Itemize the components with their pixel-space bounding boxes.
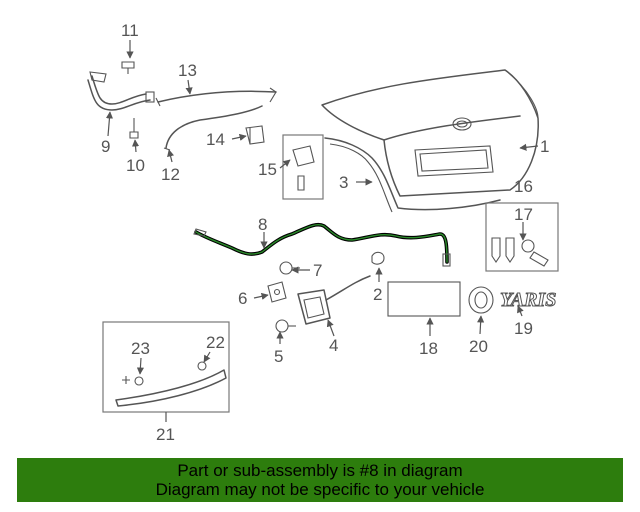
weatherstrip-part-3[interactable] (324, 137, 501, 213)
callout-1: 1 (540, 137, 549, 156)
callout-19: 19 (514, 319, 533, 338)
hinge-part-9[interactable] (87, 71, 155, 111)
leader-lines (105, 40, 539, 422)
callout-17: 17 (514, 205, 533, 224)
callout-3: 3 (339, 173, 348, 192)
callout-12: 12 (161, 165, 180, 184)
callout-2: 2 (373, 285, 382, 304)
license-plate-part-18[interactable] (387, 281, 461, 317)
callout-13: 13 (178, 61, 197, 80)
lock-cylinder-set-part-16[interactable] (485, 202, 559, 272)
bracket-part-6[interactable] (267, 281, 287, 303)
release-cable-part-8[interactable] (193, 222, 451, 267)
callout-7: 7 (313, 261, 322, 280)
callout-labels: 1 2 3 4 5 6 7 8 9 10 11 12 13 14 15 16 1… (101, 21, 549, 444)
callout-11: 11 (121, 21, 139, 40)
callout-9: 9 (101, 137, 110, 156)
clip-part-2[interactable] (371, 251, 385, 265)
bumper-part-14[interactable] (245, 125, 265, 145)
banner-line-part-number: Part or sub-assembly is #8 in diagram (177, 461, 463, 480)
screw-part-7[interactable] (279, 261, 300, 275)
callout-21: 21 (156, 425, 175, 444)
callout-22: 22 (206, 333, 225, 352)
callout-4: 4 (329, 336, 338, 355)
callout-15: 15 (258, 160, 277, 179)
bolt-part-10[interactable] (129, 118, 139, 139)
name-emblem-part-19[interactable]: YARIS (500, 289, 557, 312)
callout-5: 5 (274, 347, 283, 366)
callout-23: 23 (131, 339, 150, 358)
latch-part-4[interactable] (297, 275, 371, 325)
clip-part-15[interactable] (282, 134, 324, 200)
callout-8: 8 (258, 215, 267, 234)
yaris-emblem-text: YARIS (500, 289, 556, 311)
banner-line-disclaimer: Diagram may not be specific to your vehi… (155, 480, 485, 499)
bolt-part-5[interactable] (275, 319, 296, 333)
parts-diagram: YARIS 1 2 3 4 5 (87, 21, 559, 444)
callout-16: 16 (514, 177, 533, 196)
callout-6: 6 (238, 289, 247, 308)
trunk-lid-part-1[interactable] (321, 69, 539, 197)
callout-14: 14 (206, 130, 225, 149)
torsion-bar-part-13[interactable] (155, 87, 277, 107)
bolt-part-11[interactable] (121, 61, 135, 74)
emblem-part-20[interactable] (468, 286, 494, 314)
callout-10: 10 (126, 156, 145, 175)
callout-18: 18 (419, 339, 438, 358)
callout-20: 20 (469, 337, 488, 356)
info-banner: Part or sub-assembly is #8 in diagram Di… (17, 458, 623, 502)
